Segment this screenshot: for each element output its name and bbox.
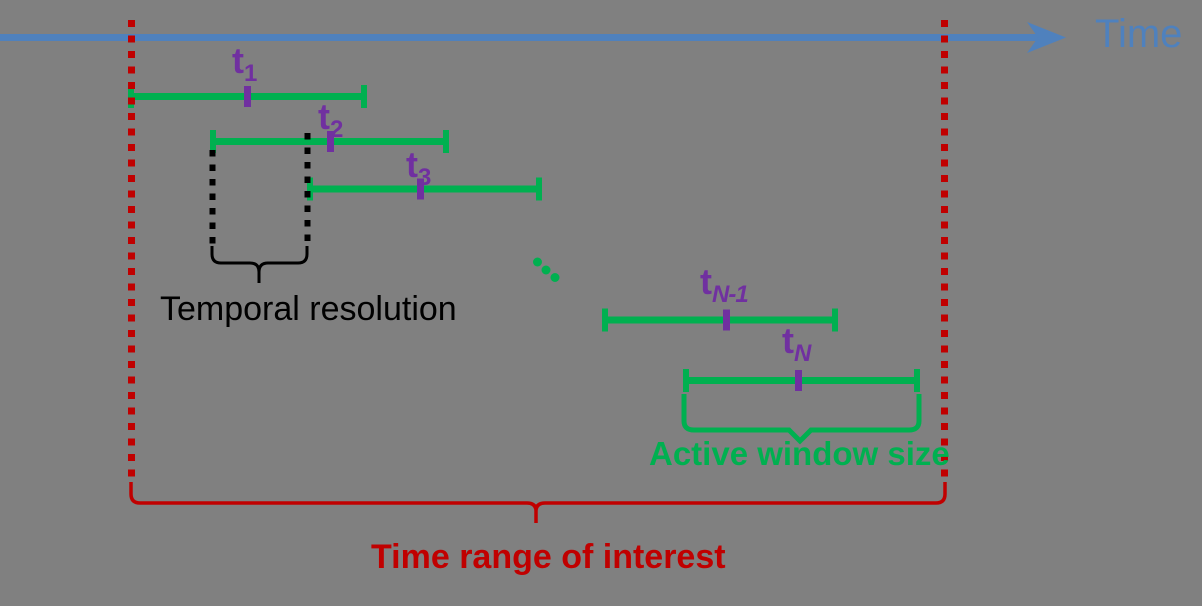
time-range-brace bbox=[129, 482, 947, 523]
timestamp-label-t3: t3 bbox=[406, 144, 431, 191]
temporal-resolution-brace bbox=[210, 246, 309, 283]
timestamp-label-tN: tN bbox=[782, 320, 811, 367]
time-axis-arrowhead-icon bbox=[1027, 22, 1066, 53]
timestamp-label-t2-main: t bbox=[318, 96, 330, 137]
timestamp-label-tN-1-main: t bbox=[700, 261, 712, 302]
timestamp-label-t1-sub: 1 bbox=[244, 60, 257, 87]
window-N-1-timestamp-tick bbox=[723, 309, 730, 331]
temporal-resolution-label: Temporal resolution bbox=[160, 290, 457, 328]
window-3-timestamp-tick bbox=[417, 178, 424, 200]
window-2 bbox=[210, 130, 449, 153]
ellipsis-dots-icon bbox=[533, 257, 560, 282]
timestamp-label-t1-main: t bbox=[232, 40, 244, 81]
timestamp-label-tN-sub: N bbox=[794, 340, 811, 367]
active-window-size-brace bbox=[681, 394, 922, 445]
window-2-left-cap bbox=[210, 130, 216, 153]
window-3-right-cap bbox=[536, 177, 542, 201]
active-window-size-label: Active window size bbox=[649, 435, 950, 472]
window-N-1-right-cap bbox=[832, 308, 838, 332]
timestamp-label-t3-sub: 3 bbox=[418, 164, 431, 191]
window-N-1-left-cap bbox=[602, 308, 608, 332]
window-1-left-cap bbox=[128, 85, 134, 108]
timestamp-label-t2: t2 bbox=[318, 96, 343, 143]
window-1-timestamp-tick bbox=[244, 86, 251, 107]
window-N-timestamp-tick bbox=[795, 370, 802, 391]
timestamp-label-t3-main: t bbox=[406, 144, 418, 185]
timestamp-label-tN-1: tN-1 bbox=[700, 261, 749, 308]
window-N-1 bbox=[602, 308, 838, 332]
window-3-left-cap bbox=[307, 177, 313, 201]
window-3-bar bbox=[307, 185, 542, 193]
window-3 bbox=[307, 177, 542, 201]
window-N-left-cap bbox=[683, 369, 689, 392]
timestamp-label-tN-1-sub: N-1 bbox=[712, 281, 749, 308]
time-axis-label: Time bbox=[1095, 12, 1183, 56]
window-N-1-bar bbox=[602, 316, 838, 324]
timestamp-label-tN-main: t bbox=[782, 320, 794, 361]
window-2-timestamp-tick bbox=[327, 131, 334, 152]
window-1-right-cap bbox=[361, 85, 367, 108]
time-axis-line bbox=[0, 34, 1038, 41]
window-2-right-cap bbox=[443, 130, 449, 153]
timestamp-label-t2-sub: 2 bbox=[330, 116, 343, 143]
time-range-of-interest-label: Time range of interest bbox=[371, 538, 726, 576]
window-N bbox=[683, 369, 920, 392]
window-1 bbox=[128, 85, 367, 108]
timestamp-label-t1: t1 bbox=[232, 40, 257, 87]
window-N-right-cap bbox=[914, 369, 920, 392]
